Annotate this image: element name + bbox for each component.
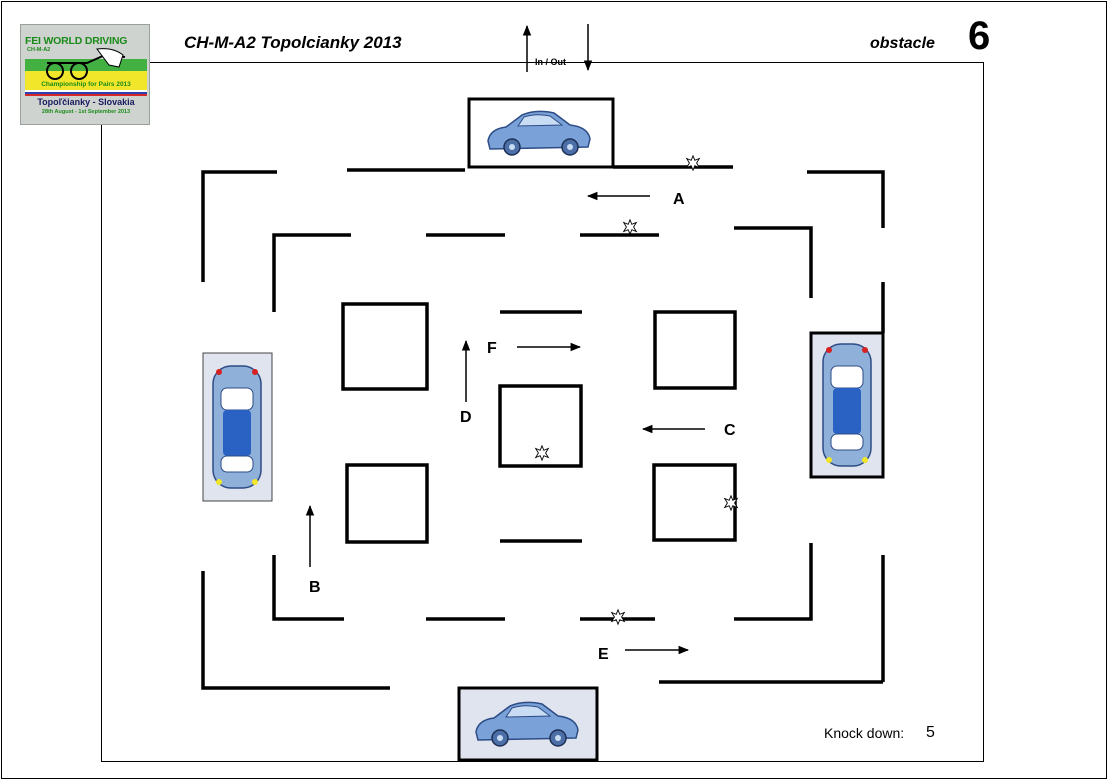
knockdown-star-icon bbox=[611, 609, 625, 625]
page-title: CH-M-A2 Topolcianky 2013 bbox=[184, 33, 402, 52]
knockdown-star-icon bbox=[623, 219, 637, 235]
carriage-icon bbox=[46, 48, 126, 80]
logo-dates: 28th August - 1st September 2013 bbox=[41, 109, 131, 115]
in-out-label: In / Out bbox=[535, 57, 566, 67]
knock-down-markers bbox=[535, 155, 738, 625]
route-letter-e: E bbox=[598, 646, 609, 663]
logo-band-yellow bbox=[25, 71, 147, 91]
logo-class: CH-M-A2 bbox=[27, 47, 51, 53]
in-out-arrows bbox=[522, 24, 593, 72]
route-arrows bbox=[305, 191, 705, 655]
inner-fence bbox=[272, 226, 813, 621]
route-letter-b: B bbox=[309, 579, 321, 596]
knockdown-star-icon bbox=[535, 445, 549, 461]
outer-fence bbox=[201, 165, 885, 690]
event-logo: FEI WORLD DRIVING CH-M-A2 Championship f… bbox=[20, 24, 150, 125]
car-bottom bbox=[457, 686, 599, 762]
knock-down-value: 5 bbox=[926, 724, 935, 741]
car-top bbox=[467, 97, 615, 169]
route-letter-a: A bbox=[673, 191, 685, 208]
obstacle-label: obstacle bbox=[870, 35, 935, 52]
obstacle-number: 6 bbox=[968, 14, 991, 58]
car-left bbox=[202, 352, 273, 502]
logo-subtitle: Championship for Pairs 2013 bbox=[41, 81, 131, 88]
logo-location: Topoľčianky - Slovakia bbox=[37, 97, 135, 107]
car-right bbox=[809, 331, 885, 479]
route-letter-c: C bbox=[724, 422, 736, 439]
knock-down-label: Knock down: bbox=[824, 725, 905, 741]
inner-boxes bbox=[341, 302, 737, 544]
route-letter-f: F bbox=[487, 340, 497, 357]
route-letter-d: D bbox=[460, 409, 472, 426]
logo-title: FEI WORLD DRIVING bbox=[25, 35, 128, 47]
flag-icon bbox=[25, 90, 147, 96]
